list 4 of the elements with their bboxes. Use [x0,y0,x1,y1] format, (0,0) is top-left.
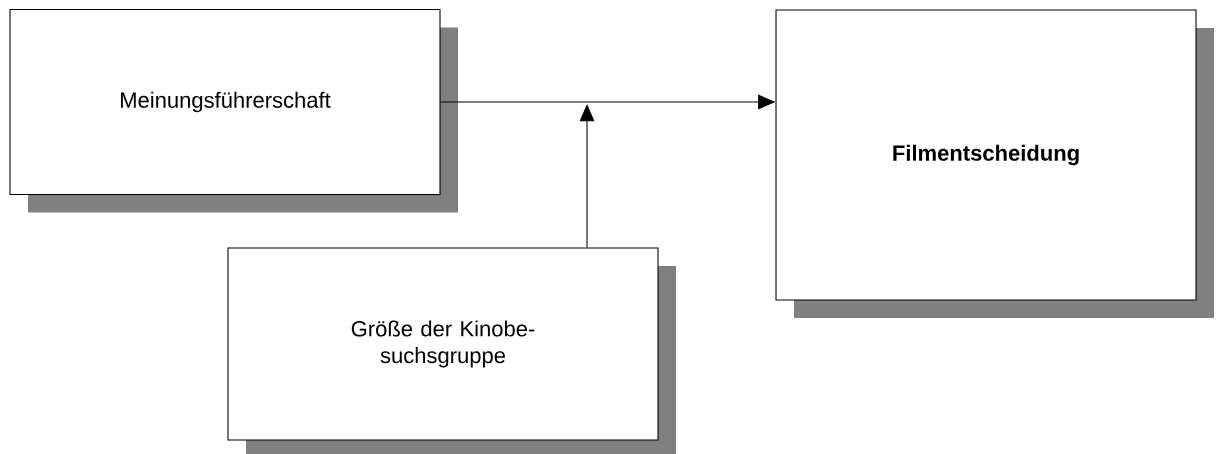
shadowed-box: Größe der Kinobe-suchsgruppe [227,247,676,454]
arrow [579,104,595,248]
shadowed-box: Meinungsführerschaft [9,8,458,213]
shadowed-box: Filmentscheidung [775,9,1214,318]
